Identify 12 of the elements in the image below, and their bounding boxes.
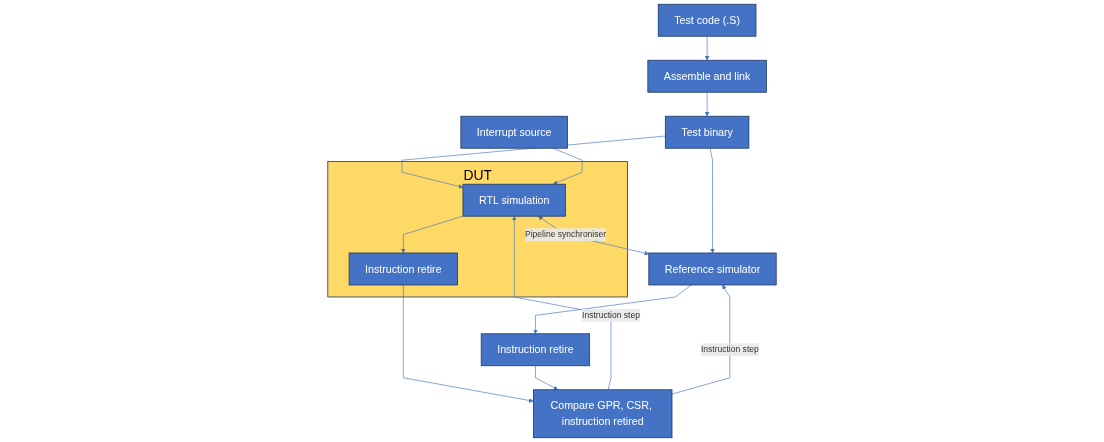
process-box: Assemble and link — [647, 59, 767, 93]
process-box: Interrupt source — [460, 115, 568, 149]
process-box: Test code (.S) — [657, 3, 757, 37]
process-box: RTL simulation — [462, 183, 566, 217]
process-box: Instruction retire — [480, 333, 591, 367]
process-box: Reference simulator — [648, 252, 777, 286]
process-box: Instruction retire — [348, 252, 458, 286]
process-box: Test binary — [664, 115, 750, 149]
edge-label: Pipeline synchroniser — [525, 228, 607, 241]
process-box: Compare GPR, CSR, instruction retired — [533, 389, 673, 439]
edge-label: Instruction step — [582, 308, 640, 322]
edge-label: Instruction step — [700, 343, 759, 357]
